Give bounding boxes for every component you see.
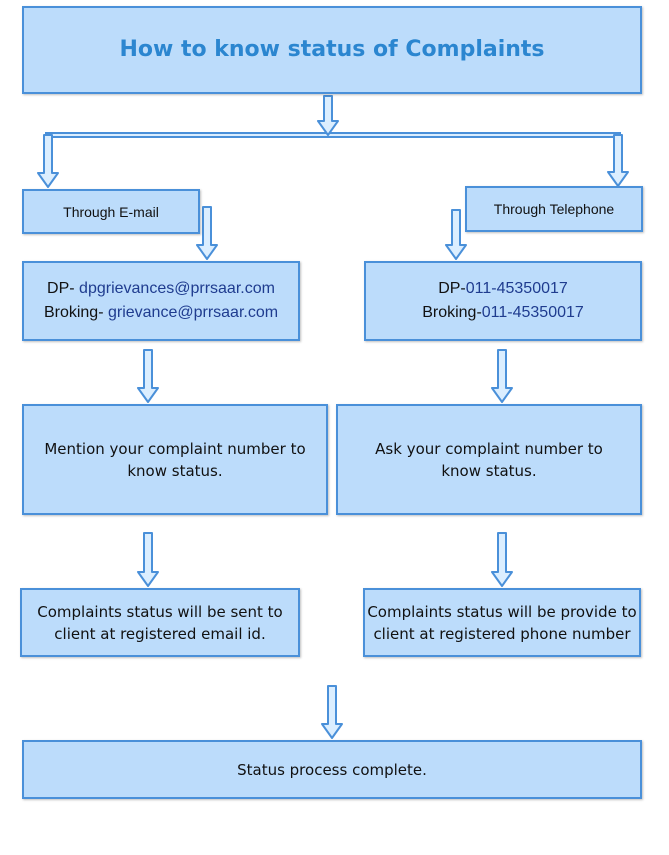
telephone-step-line-1: Ask your complaint number to [375, 439, 603, 458]
broking-phone-number: 011-45350017 [481, 304, 584, 321]
telephone-step-box: Ask your complaint number to know status… [336, 404, 642, 515]
broking-email-link[interactable]: grievance@prrsaar.com [107, 304, 279, 321]
telephone-method-to-contacts-arrow [445, 209, 467, 260]
email-step-box: Mention your complaint number to know st… [22, 404, 328, 515]
telephone-dp-prefix: DP- [438, 280, 466, 297]
telephone-step-line-2: know status. [441, 461, 537, 480]
email-method-box: Through E-mail [22, 189, 200, 234]
final-step-box: Status process complete. [22, 740, 642, 799]
telephone-broking-line: Broking-011-45350017 [422, 301, 584, 325]
telephone-result-line-2: client at registered phone number [373, 624, 631, 643]
telephone-step-to-result-arrow [491, 532, 513, 587]
email-result-line-2: client at registered email id. [54, 624, 266, 643]
results-to-final-arrow [321, 685, 343, 739]
to-telephone-method-arrow [607, 134, 629, 187]
final-step-label: Status process complete. [237, 760, 427, 779]
dp-email-link[interactable]: dpgrievances@prrsaar.com [79, 280, 275, 297]
email-step-line-2: know status. [127, 461, 223, 480]
email-dp-prefix: DP- [47, 280, 80, 297]
telephone-contacts-box: DP-011-45350017 Broking-011-45350017 [364, 261, 642, 341]
email-result-line-1: Complaints status will be sent to [37, 602, 283, 621]
title-box: How to know status of Complaints [22, 6, 642, 94]
email-dp-line: DP- dpgrievances@prrsaar.com [47, 277, 275, 301]
telephone-result-line-1: Complaints status will be provide to [367, 602, 637, 621]
telephone-result-box: Complaints status will be provide to cli… [363, 588, 641, 657]
split-connector [45, 132, 621, 163]
telephone-method-box: Through Telephone [465, 186, 643, 232]
telephone-dp-line: DP-011-45350017 [438, 277, 568, 301]
to-email-method-arrow [37, 134, 59, 188]
page-title: How to know status of Complaints [119, 37, 545, 62]
email-step-to-result-arrow [137, 532, 159, 587]
telephone-broking-prefix: Broking- [422, 304, 482, 321]
telephone-method-label: Through Telephone [493, 201, 615, 217]
email-contacts-box: DP- dpgrievances@prrsaar.com Broking- gr… [22, 261, 300, 341]
title-to-split-arrow [317, 95, 339, 136]
dp-phone-number: 011-45350017 [465, 280, 568, 297]
email-method-to-contacts-arrow [196, 206, 218, 260]
email-result-box: Complaints status will be sent to client… [20, 588, 300, 657]
email-broking-line: Broking- grievance@prrsaar.com [44, 301, 278, 325]
email-broking-prefix: Broking- [43, 304, 108, 321]
email-step-line-1: Mention your complaint number to [44, 439, 306, 458]
telephone-contacts-to-step-arrow [491, 349, 513, 403]
email-contacts-to-step-arrow [137, 349, 159, 403]
email-method-label: Through E-mail [63, 203, 159, 220]
